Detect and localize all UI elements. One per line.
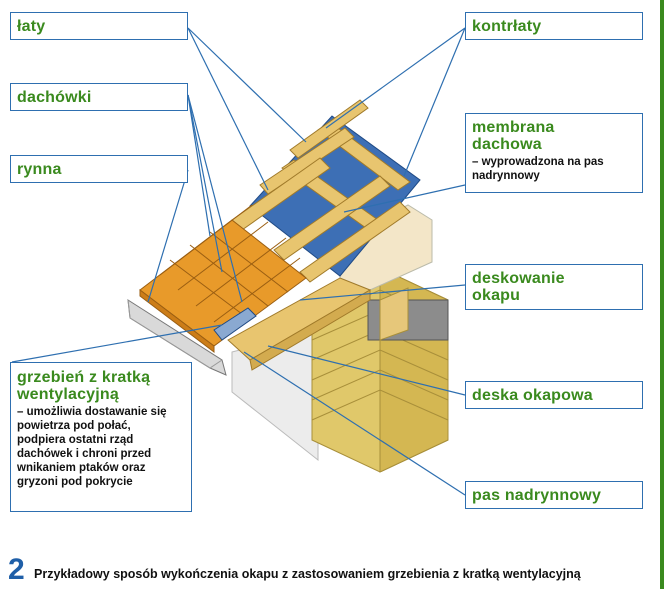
- label-membrana-desc: – wyprowadzona na pas nadrynnowy: [472, 156, 604, 182]
- figure-caption: 2 Przykładowy sposób wykończenia okapu z…: [8, 553, 658, 586]
- battens: [231, 99, 411, 283]
- label-pas-nadrynnowy-text: pas nadrynnowy: [472, 487, 602, 504]
- label-pas-nadrynnowy: pas nadrynnowy: [465, 481, 643, 509]
- label-rynna-text: rynna: [17, 161, 62, 178]
- label-deska-okapowa-text: deska okapowa: [472, 387, 593, 404]
- page-edge-bar: [660, 0, 664, 589]
- label-membrana-title: membrana dachowa: [472, 119, 555, 153]
- label-membrana: membrana dachowa – wyprowadzona na pas n…: [465, 113, 643, 193]
- label-grzebien-desc: – umożliwia dostawanie się powietrza pod…: [17, 406, 167, 488]
- label-dachowki: dachówki: [10, 83, 188, 111]
- label-deskowanie-text: deskowanie okapu: [472, 270, 565, 304]
- label-deskowanie: deskowanie okapu: [465, 264, 643, 310]
- brick-wall: [311, 267, 449, 473]
- label-kontrlaty-text: kontrłaty: [472, 18, 542, 35]
- label-laty-text: łaty: [17, 18, 46, 35]
- figure-caption-text: Przykładowy sposób wykończenia okapu z z…: [34, 567, 581, 581]
- label-rynna: rynna: [10, 155, 188, 183]
- label-grzebien: grzebień z kratką wentylacyjną – umożliw…: [10, 362, 192, 512]
- figure-number: 2: [8, 553, 25, 586]
- label-laty: łaty: [10, 12, 188, 40]
- vent-comb: [213, 307, 257, 341]
- label-grzebien-title: grzebień z kratką wentylacyjną: [17, 369, 151, 403]
- label-dachowki-text: dachówki: [17, 89, 92, 106]
- leader-lines: [11, 27, 466, 496]
- gutter: [127, 299, 227, 376]
- label-deska-okapowa: deska okapowa: [465, 381, 643, 409]
- label-kontrlaty: kontrłaty: [465, 12, 643, 40]
- roof-tiles: [139, 204, 307, 354]
